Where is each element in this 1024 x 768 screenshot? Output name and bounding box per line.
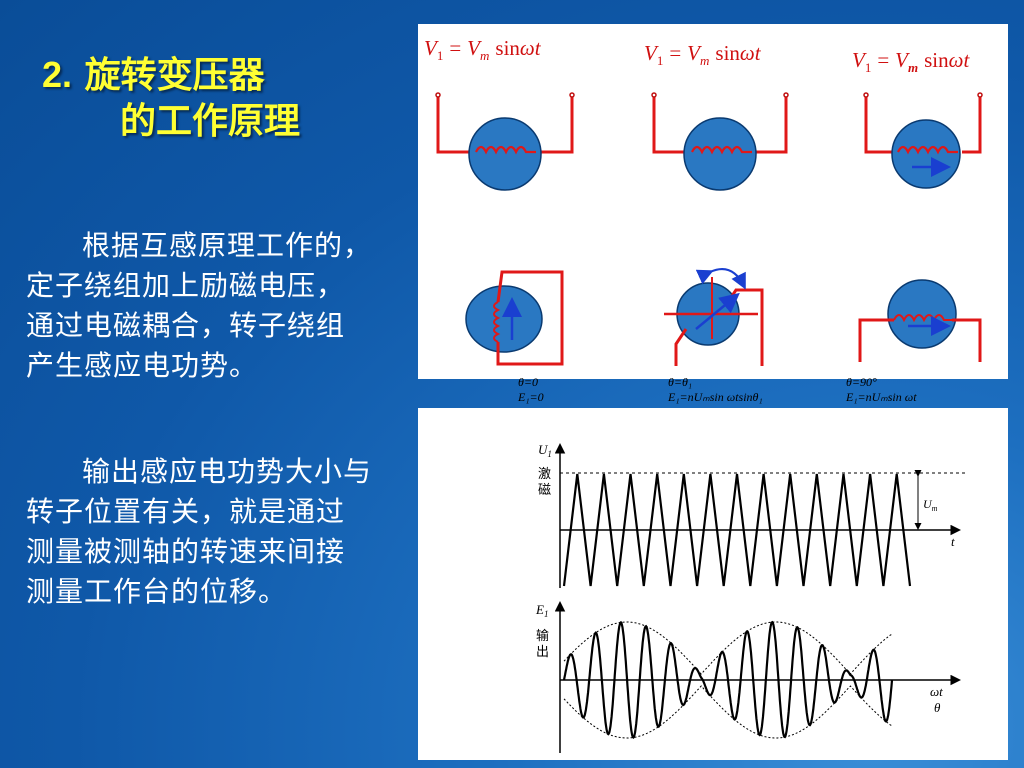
bottom-x-label-1: ωt: [930, 684, 943, 699]
rotor-case-theta-1: [664, 268, 764, 366]
stator-2-coil-icon: [691, 145, 752, 155]
bottom-label-char-2: 出: [536, 644, 549, 659]
case-label-3: θ=90°E₁=nUₘsin ωt: [846, 375, 917, 404]
stator-2-rotor: [683, 117, 757, 191]
stator-2: [651, 92, 789, 154]
output-waveform: [562, 620, 894, 740]
stator-1-coil-icon: [475, 145, 536, 155]
bottom-y-label: E1: [535, 602, 548, 619]
waveform-diagram: U1 激 磁 Um t E1 输 出 ωt θ: [535, 442, 966, 753]
title-number: 2.: [42, 54, 73, 95]
top-label-char-1: 激: [538, 466, 551, 481]
paragraph-measurement: 输出感应电功势大小与转子位置有关，就是通过测量被测轴的转速来间接测量工作台的位移…: [26, 455, 373, 608]
title-line-2: 的工作原理: [120, 101, 301, 142]
excitation-waveform: [562, 473, 912, 587]
paragraph-principle: 根据互感原理工作的，定子绕组加上励磁电压，通过电磁耦合，转子绕组产生感应电功势。: [26, 229, 373, 382]
slide-title: 2. 旋转变压器 的工作原理: [42, 52, 402, 145]
stator-3-coil-icon: [897, 145, 958, 155]
bottom-label-char-1: 输: [536, 628, 549, 643]
top-x-label: t: [951, 534, 955, 549]
rotor-case-theta-90: [858, 279, 982, 362]
envelope-upper: [563, 621, 893, 675]
rotor-case-theta-0: [465, 270, 564, 366]
top-y-label: U1: [538, 442, 552, 459]
bottom-x-label-2: θ: [934, 700, 941, 715]
stator-1-rotor: [468, 117, 542, 191]
amplitude-label: Um: [923, 497, 938, 513]
title-line-1: 旋转变压器: [84, 55, 265, 96]
stator-1: [435, 92, 575, 154]
waveform-area: U1 激 磁 Um t E1 输 出 ωt θ: [418, 408, 1008, 760]
top-label-char-2: 磁: [538, 482, 551, 497]
stator-3-rotor: [891, 119, 961, 189]
